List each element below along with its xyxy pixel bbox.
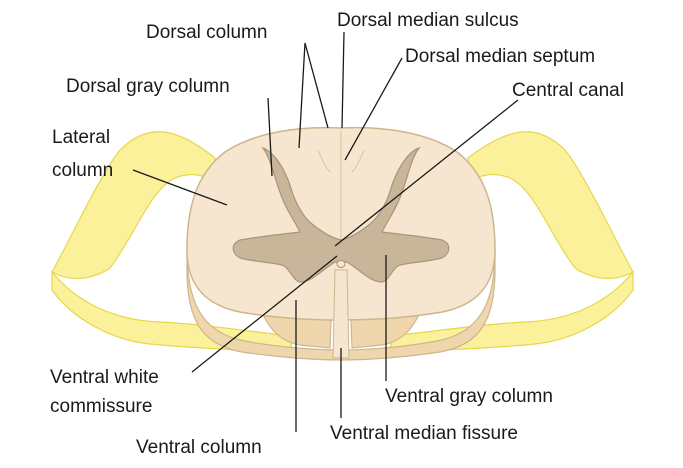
label-dorsal-median-septum: Dorsal median septum [405,46,595,67]
label-lateral-column-line1: Lateral [52,127,110,148]
label-central-canal: Central canal [512,80,624,101]
label-ventral-column: Ventral column [136,437,262,458]
label-ventral-white-commissure-line2: commissure [50,396,152,417]
central-canal [336,260,346,268]
nerve-roots [51,131,634,353]
leader-dorsal-gray-column [267,97,273,177]
leader-dorsal-column-b [304,42,329,129]
label-dorsal-median-sulcus: Dorsal median sulcus [337,10,519,31]
leader-lateral-column [132,169,228,206]
left-dorsal-root [51,131,216,279]
leader-dorsal-median-sulcus [341,31,345,129]
gray-matter [232,146,450,283]
label-ventral-gray-column: Ventral gray column [385,386,553,407]
right-dorsal-root [467,131,634,279]
dorsal-column-lines [317,149,365,173]
leader-lines [132,31,519,432]
left-ventral-root [51,270,293,353]
label-ventral-median-fissure: Ventral median fissure [330,423,518,444]
leader-dorsal-column-a [298,42,306,149]
ventral-median-fissure [332,269,350,359]
leader-dorsal-median-septum [344,57,403,161]
label-lateral-column-line2: column [52,160,113,181]
label-ventral-white-commissure-line1: Ventral white [50,367,159,388]
spinal-cord [186,126,496,361]
leader-central-canal [334,99,519,247]
label-dorsal-gray-column: Dorsal gray column [66,76,230,97]
label-dorsal-column: Dorsal column [146,22,267,43]
labels: Dorsal column Dorsal median sulcus Dorsa… [50,10,624,458]
leader-ventral-white-commissure [191,255,338,373]
